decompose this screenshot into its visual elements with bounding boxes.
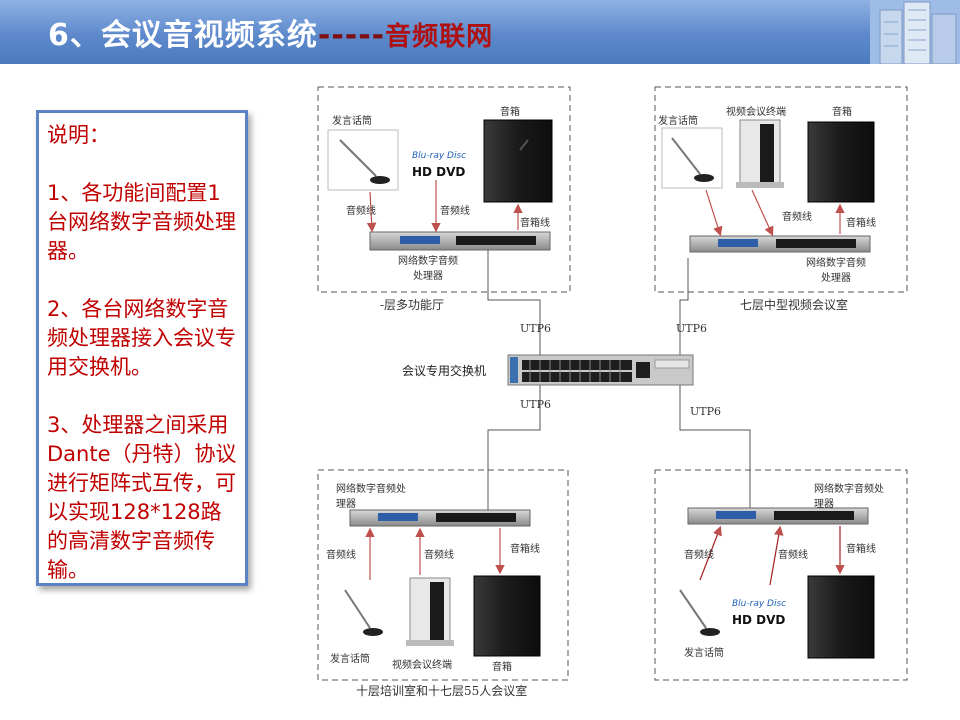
tr-processor-icon xyxy=(689,235,871,253)
tl-line2-label: 音频线 xyxy=(440,206,470,217)
tr-zone-name: 七层中型视频会议室 xyxy=(740,298,849,312)
utp-cables xyxy=(487,250,751,510)
bl-speaker-label: 音箱 xyxy=(492,662,512,673)
utp-label-tl: UTP6 xyxy=(520,322,552,335)
tr-processor-label: 网络数字音频处理器 xyxy=(806,258,866,284)
notes-heading: 说明： xyxy=(47,123,110,147)
tr-line1-label: 音频线 xyxy=(782,212,812,223)
br-speaker-icon xyxy=(807,575,875,659)
tl-processor-icon xyxy=(369,231,551,251)
zone-bottom-left-box xyxy=(317,469,569,681)
notes-box: 说明： 1、各功能间配置1台网络数字音频处理器。 2、各台网络数字音频处理器接入… xyxy=(36,110,248,586)
tl-processor-label: 网络数字音频处理器 xyxy=(398,256,458,282)
bl-video-terminal-icon xyxy=(406,577,454,646)
tl-arrows xyxy=(366,180,523,233)
tr-speaker-label: 音箱 xyxy=(832,107,852,118)
bl-arrows xyxy=(365,527,505,580)
svg-text:HD DVD: HD DVD xyxy=(732,613,785,627)
br-line2-label: 音频线 xyxy=(778,550,808,561)
network-switch-icon xyxy=(507,354,694,386)
bl-speaker-icon xyxy=(473,575,541,657)
br-bluray-icon: Blu-ray Disc HD DVD xyxy=(728,590,790,630)
building-icon xyxy=(870,0,960,64)
tl-line3-label: 音箱线 xyxy=(520,218,550,229)
note-item-1: 1、各功能间配置1台网络数字音频处理器。 xyxy=(47,181,236,263)
bl-processor-icon xyxy=(349,509,531,527)
bl-line3-label: 音箱线 xyxy=(510,544,540,555)
br-mic-icon xyxy=(679,589,720,636)
tl-bluray-icon: Blu-ray Disc HD DVD xyxy=(406,138,468,179)
tl-zone-name: -层多功能厅 xyxy=(380,298,445,312)
bl-mic-icon xyxy=(344,589,383,636)
switch-label: 会议专用交换机 xyxy=(402,364,487,378)
br-processor-label: 网络数字音频处理器 xyxy=(814,484,884,510)
zone-top-left-box xyxy=(317,86,571,293)
tr-speaker-icon xyxy=(807,121,875,203)
title-dashes: ----- xyxy=(317,18,386,53)
br-processor-icon xyxy=(687,507,869,525)
bl-terminal-label: 视频会议终端 xyxy=(392,660,452,671)
tr-mic-label: 发言话筒 xyxy=(658,116,698,127)
utp-label-tr: UTP6 xyxy=(676,322,708,335)
note-item-2: 2、各台网络数字音频处理器接入会议专用交换机。 xyxy=(47,297,236,379)
br-arrows xyxy=(699,525,845,586)
bl-mic-label: 发言话筒 xyxy=(330,654,370,665)
tl-speaker-label: 音箱 xyxy=(500,107,520,118)
zone-bottom-right-box xyxy=(654,469,908,681)
tl-mic-label: 发言话筒 xyxy=(332,116,372,127)
tr-terminal-label: 视频会议终端 xyxy=(726,107,786,118)
note-item-3: 3、处理器之间采用Dante（丹特）协议进行矩阵式互传，可以实现128*128路… xyxy=(47,413,237,582)
bl-line1-label: 音频线 xyxy=(326,550,356,561)
title-main: 6、会议音视频系统 xyxy=(48,18,318,53)
bl-processor-label: 网络数字音频处理器 xyxy=(336,484,406,510)
bl-line2-label: 音频线 xyxy=(424,550,454,561)
title-sub: 音频联网 xyxy=(385,22,494,52)
tl-speaker-icon xyxy=(483,119,553,203)
utp-label-br: UTP6 xyxy=(690,405,722,418)
br-line3-label: 音箱线 xyxy=(846,544,876,555)
svg-text:Blu-ray Disc: Blu-ray Disc xyxy=(412,151,466,161)
title-bar: 6、会议音视频系统-----音频联网 xyxy=(0,0,960,64)
utp-label-bl: UTP6 xyxy=(520,398,552,411)
tr-video-terminal-icon xyxy=(736,119,784,188)
tr-line2-label: 音箱线 xyxy=(846,218,876,229)
tr-arrows xyxy=(705,189,845,237)
tr-mic-icon xyxy=(661,127,723,189)
page-title: 6、会议音视频系统-----音频联网 xyxy=(48,10,493,54)
br-line1-label: 音频线 xyxy=(684,550,714,561)
br-mic-label: 发言话筒 xyxy=(684,648,724,659)
svg-text:HD DVD: HD DVD xyxy=(412,165,465,179)
zone-top-right-box xyxy=(654,86,908,293)
svg-text:Blu-ray Disc: Blu-ray Disc xyxy=(732,599,786,609)
bl-zone-name: 十层培训室和十七层55人会议室 xyxy=(356,684,528,698)
tl-line1-label: 音频线 xyxy=(346,206,376,217)
tl-mic-icon xyxy=(327,129,399,191)
